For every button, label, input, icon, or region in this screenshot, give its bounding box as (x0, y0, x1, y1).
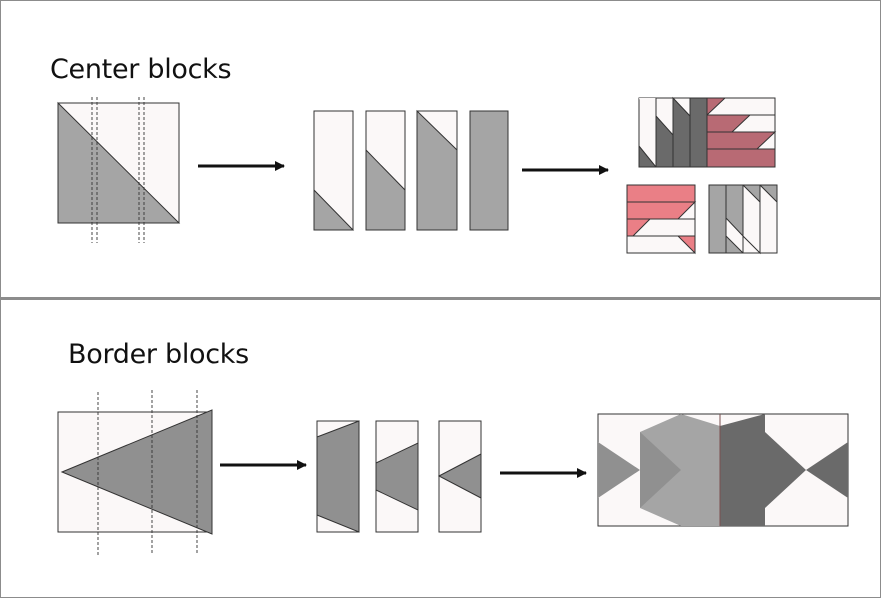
border-blocks-title: Border blocks (68, 339, 249, 370)
border-strip-1 (316, 420, 360, 533)
border-strip-3 (437, 420, 482, 533)
hst-square (57, 101, 181, 224)
assembled-block-horizontal-rose (706, 97, 777, 168)
border-triangle-block (57, 409, 213, 535)
cut-lines-border (97, 390, 198, 555)
strip-2 (365, 110, 406, 231)
border-strip-2 (375, 420, 419, 533)
strip-1 (313, 110, 355, 231)
assembled-border (597, 413, 849, 527)
assembled-block-vertical-gray (638, 96, 708, 168)
strip-4 (469, 110, 509, 231)
cut-lines-center (91, 97, 145, 243)
assembled-block-horizontal-pink (626, 184, 697, 255)
center-blocks-title: Center blocks (50, 54, 232, 85)
strip-3 (416, 109, 458, 231)
assembled-block-vertical-light-gray (708, 184, 778, 255)
